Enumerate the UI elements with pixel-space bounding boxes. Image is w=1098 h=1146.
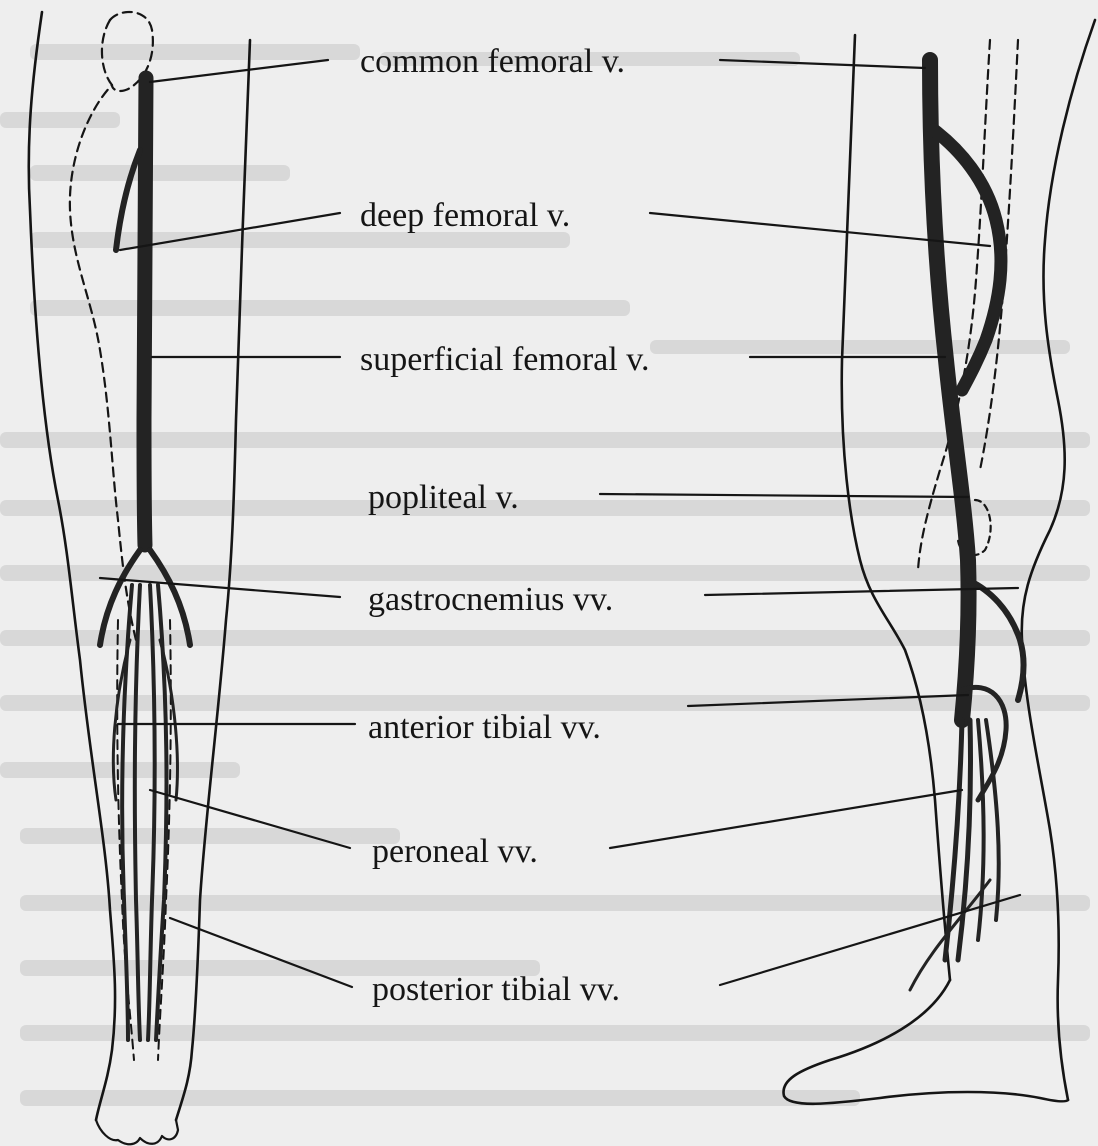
left-leg-foot-toes [96,1120,178,1144]
right-leg-posterior-contour [1022,20,1095,1100]
label-anterior-tibial: anterior tibial vv. [368,709,601,746]
leader-popliteal [600,494,968,497]
leader-common-femoral-left [150,60,328,82]
label-deep-femoral: deep femoral v. [360,197,570,234]
right-leg-deep-veins [910,60,1024,990]
label-gastrocnemius: gastrocnemius vv. [368,581,613,618]
labels: common femoral v. deep femoral v. superf… [360,43,650,1008]
label-superficial-femoral: superficial femoral v. [360,341,650,378]
left-femoral-vein [144,78,146,545]
leader-peroneal-right [610,790,962,848]
right-tibial-vein-4 [986,720,999,920]
label-common-femoral: common femoral v. [360,43,625,80]
label-posterior-tibial: posterior tibial vv. [372,971,620,1008]
right-leg-foot [783,980,1068,1104]
label-popliteal: popliteal v. [368,479,519,516]
label-peroneal: peroneal vv. [372,833,538,870]
